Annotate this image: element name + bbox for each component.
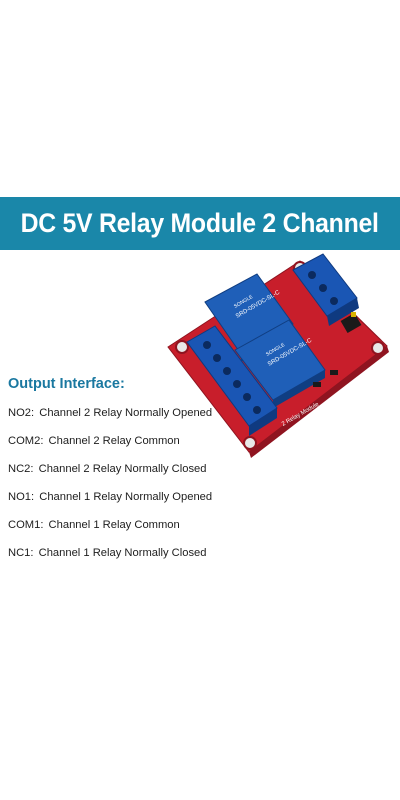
title-banner: DC 5V Relay Module 2 Channel <box>0 197 400 250</box>
list-item: NO2: Channel 2 Relay Normally Opened <box>8 407 213 419</box>
list-item: NO1: Channel 1 Relay Normally Opened <box>8 491 213 503</box>
output-terminal-block <box>186 325 278 436</box>
output-interface-title: Output Interface: <box>8 376 125 392</box>
relay-2: SRD-05VDC-SL-C SONGLE <box>234 319 326 408</box>
relay-module-image: SRD-05VDC-SL-C SONGLE SRD-05VDC-SL-C SON… <box>167 253 389 458</box>
jumper-header <box>340 312 362 334</box>
list-item: COM1: Channel 1 Relay Common <box>8 519 180 531</box>
output-interface-list: NO2: Channel 2 Relay Normally Opened COM… <box>8 406 248 574</box>
list-item: NC2: Channel 2 Relay Normally Closed <box>8 463 207 475</box>
list-item: NC1: Channel 1 Relay Normally Closed <box>8 547 207 559</box>
list-item: COM2: Channel 2 Relay Common <box>8 435 180 447</box>
banner-title: DC 5V Relay Module 2 Channel <box>20 208 380 238</box>
input-terminal-block <box>292 253 359 326</box>
